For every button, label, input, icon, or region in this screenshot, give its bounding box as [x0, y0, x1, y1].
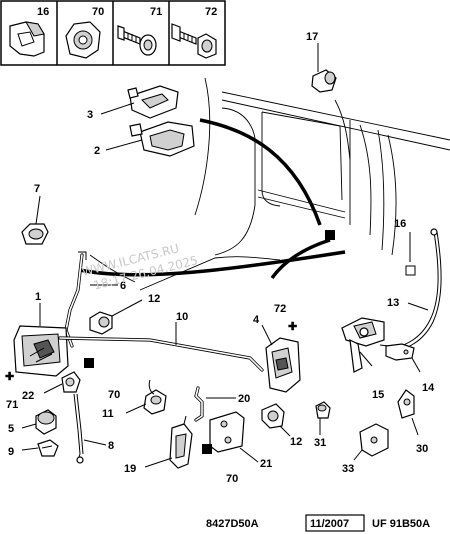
callout-6: 6	[120, 280, 126, 292]
callout-21: 21	[260, 458, 272, 470]
callout-17: 17	[306, 31, 318, 43]
footer-ref-code: 8427D50A	[206, 518, 259, 530]
part-10-control-rod	[58, 336, 264, 372]
part-2-handle-bezel	[129, 121, 195, 157]
part-31-bushing	[315, 401, 331, 419]
callout-16: 16	[394, 218, 406, 230]
part-17-bump-stop	[311, 69, 337, 93]
callout-3: 3	[87, 109, 93, 121]
callout-13: 13	[387, 297, 399, 309]
callout-70-bottom: 70	[226, 473, 238, 485]
part-4-lock-mechanism	[265, 337, 301, 393]
callout-10: 10	[176, 311, 188, 323]
part-14-cable-bracket	[385, 343, 415, 361]
part-33-striker	[359, 423, 389, 457]
part-13-cable	[379, 228, 442, 354]
cross-marker-71: ✚	[5, 371, 14, 383]
part-1-door-lock	[13, 325, 69, 377]
callout-14: 14	[422, 382, 435, 394]
nut-icon	[65, 21, 101, 59]
callout-30: 30	[416, 443, 428, 455]
part-11-rod-grommet	[143, 389, 167, 415]
callout-19: 19	[124, 463, 136, 475]
header-ref-72: 72	[205, 6, 217, 18]
callout-9: 9	[8, 446, 14, 458]
callout-2: 2	[94, 145, 100, 157]
header-ref-16: 16	[37, 6, 49, 18]
part-12-rod-clip	[89, 311, 113, 335]
square-marker-70	[84, 358, 94, 368]
callout-5: 5	[8, 423, 14, 435]
footer-date: 11/2007	[310, 518, 349, 530]
cross-marker-72: ✚	[288, 321, 297, 333]
header-ref-70: 70	[92, 6, 104, 18]
part-19-actuator	[169, 415, 193, 469]
part-21-mounting-bracket	[209, 411, 245, 453]
part-8-release-cable	[73, 393, 84, 464]
callout-7: 7	[34, 183, 40, 195]
part-7-grommet	[21, 223, 49, 245]
part-30-guide	[397, 389, 415, 419]
open-square-marker-16	[405, 265, 416, 276]
part-9-retaining-clip	[37, 439, 59, 457]
part-22-bushing	[61, 371, 81, 393]
callout-70-left: 70	[108, 389, 120, 401]
callout-31: 31	[314, 437, 326, 449]
header-parts-strip: 16 70 71 72	[0, 0, 226, 66]
callout-22: 22	[22, 390, 34, 402]
callout-4: 4	[253, 314, 260, 326]
callout-8: 8	[108, 440, 114, 452]
screw-with-washer-icon	[171, 23, 217, 59]
callout-11: 11	[102, 408, 114, 420]
part-5-lock-cylinder	[35, 409, 57, 435]
callout-15: 15	[372, 389, 384, 401]
clip-icon	[9, 21, 45, 57]
callout-12-upper: 12	[148, 293, 160, 305]
part-15-remote-control	[341, 317, 385, 373]
callout-71: 71	[6, 399, 18, 411]
footer: 8427D50A 11/2007 UF 91B50A	[206, 514, 430, 532]
square-marker-70	[202, 444, 212, 454]
header-ref-71: 71	[150, 6, 162, 18]
callout-33: 33	[342, 463, 354, 475]
part-20-hook-rod	[194, 386, 204, 422]
part-3-handle-bracket	[127, 85, 179, 119]
part-12-rod-clip	[261, 403, 285, 429]
callout-12-lower: 12	[290, 436, 302, 448]
callout-72: 72	[274, 303, 286, 315]
callout-1: 1	[35, 291, 41, 303]
part-6-outer-rod	[64, 251, 87, 348]
vehicle-body-outline	[79, 77, 450, 291]
watermark: WWW.ILCATS.RU 18:17 26.04.2025	[80, 241, 199, 292]
callout-20: 20	[238, 393, 250, 405]
footer-model-code: UF 91B50A	[372, 518, 430, 530]
screw-with-washer-icon	[117, 25, 157, 56]
